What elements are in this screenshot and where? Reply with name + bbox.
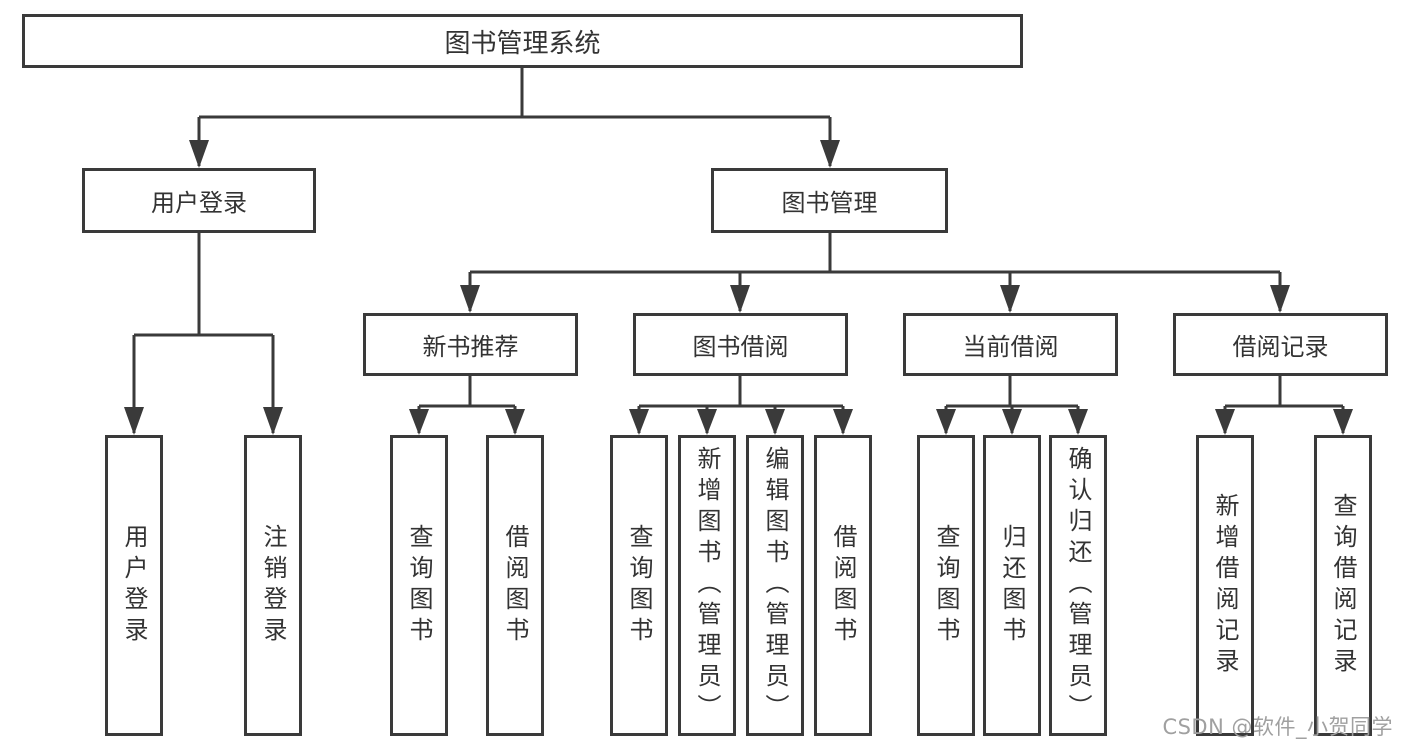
node-label: 借阅记录 xyxy=(1232,333,1329,361)
node-label: 图书管理系统 xyxy=(444,28,601,59)
leaf-borrow-books-2: 借阅图书 xyxy=(814,435,872,736)
leaf-label: 确认归还（管理员） xyxy=(1064,446,1092,725)
leaf-add-book-admin: 新增图书（管理员） xyxy=(678,435,736,736)
leaf-edit-book-admin: 编辑图书（管理员） xyxy=(746,435,804,736)
connector-records-to-leaves xyxy=(1215,376,1353,435)
leaf-query-books: 查询图书 xyxy=(390,435,448,736)
csdn-watermark: CSDN @软件_小贺同学 xyxy=(1162,715,1393,739)
connector-borrowing-to-leaves xyxy=(629,376,853,435)
leaf-label: 借阅图书 xyxy=(501,523,529,648)
connector-recommendation-to-leaves xyxy=(409,376,525,435)
connector-user-login-to-leaves xyxy=(124,233,283,435)
node-label: 新书推荐 xyxy=(422,333,519,361)
node-book-borrowing: 图书借阅 xyxy=(633,313,848,376)
leaf-query-borrow-record: 查询借阅记录 xyxy=(1314,435,1372,736)
leaf-add-borrow-record: 新增借阅记录 xyxy=(1196,435,1254,736)
leaf-confirm-return-admin: 确认归还（管理员） xyxy=(1049,435,1107,736)
leaf-label: 查询图书 xyxy=(405,523,433,648)
node-book-management: 图书管理 xyxy=(711,168,948,233)
node-borrowing-records: 借阅记录 xyxy=(1173,313,1388,376)
leaf-label: 新增借阅记录 xyxy=(1211,492,1239,679)
leaf-label: 查询借阅记录 xyxy=(1329,492,1357,679)
node-current-borrowing: 当前借阅 xyxy=(903,313,1118,376)
leaf-label: 借阅图书 xyxy=(829,523,857,648)
node-label: 图书管理 xyxy=(781,189,878,217)
node-user-login: 用户登录 xyxy=(82,168,316,233)
leaf-label: 用户登录 xyxy=(120,523,148,648)
leaf-label: 编辑图书（管理员） xyxy=(761,446,789,725)
node-new-book-recommendation: 新书推荐 xyxy=(363,313,578,376)
leaf-label: 查询图书 xyxy=(932,523,960,648)
leaf-return-books: 归还图书 xyxy=(983,435,1041,736)
leaf-label: 查询图书 xyxy=(625,523,653,648)
leaf-query-books-2: 查询图书 xyxy=(610,435,668,736)
leaf-label: 归还图书 xyxy=(998,523,1026,648)
leaf-borrow-books: 借阅图书 xyxy=(486,435,544,736)
leaf-query-books-3: 查询图书 xyxy=(917,435,975,736)
connector-current-to-leaves xyxy=(936,376,1088,435)
node-label: 图书借阅 xyxy=(692,333,789,361)
leaf-label: 注销登录 xyxy=(259,523,287,648)
leaf-label: 新增图书（管理员） xyxy=(693,446,721,725)
node-library-management-system: 图书管理系统 xyxy=(22,14,1023,68)
leaf-logout: 注销登录 xyxy=(244,435,302,736)
leaf-user-login: 用户登录 xyxy=(105,435,163,736)
node-label: 当前借阅 xyxy=(962,333,1059,361)
node-label: 用户登录 xyxy=(151,189,247,217)
connector-book-management-to-level2 xyxy=(460,233,1290,313)
connector-root-to-level1 xyxy=(189,68,840,168)
